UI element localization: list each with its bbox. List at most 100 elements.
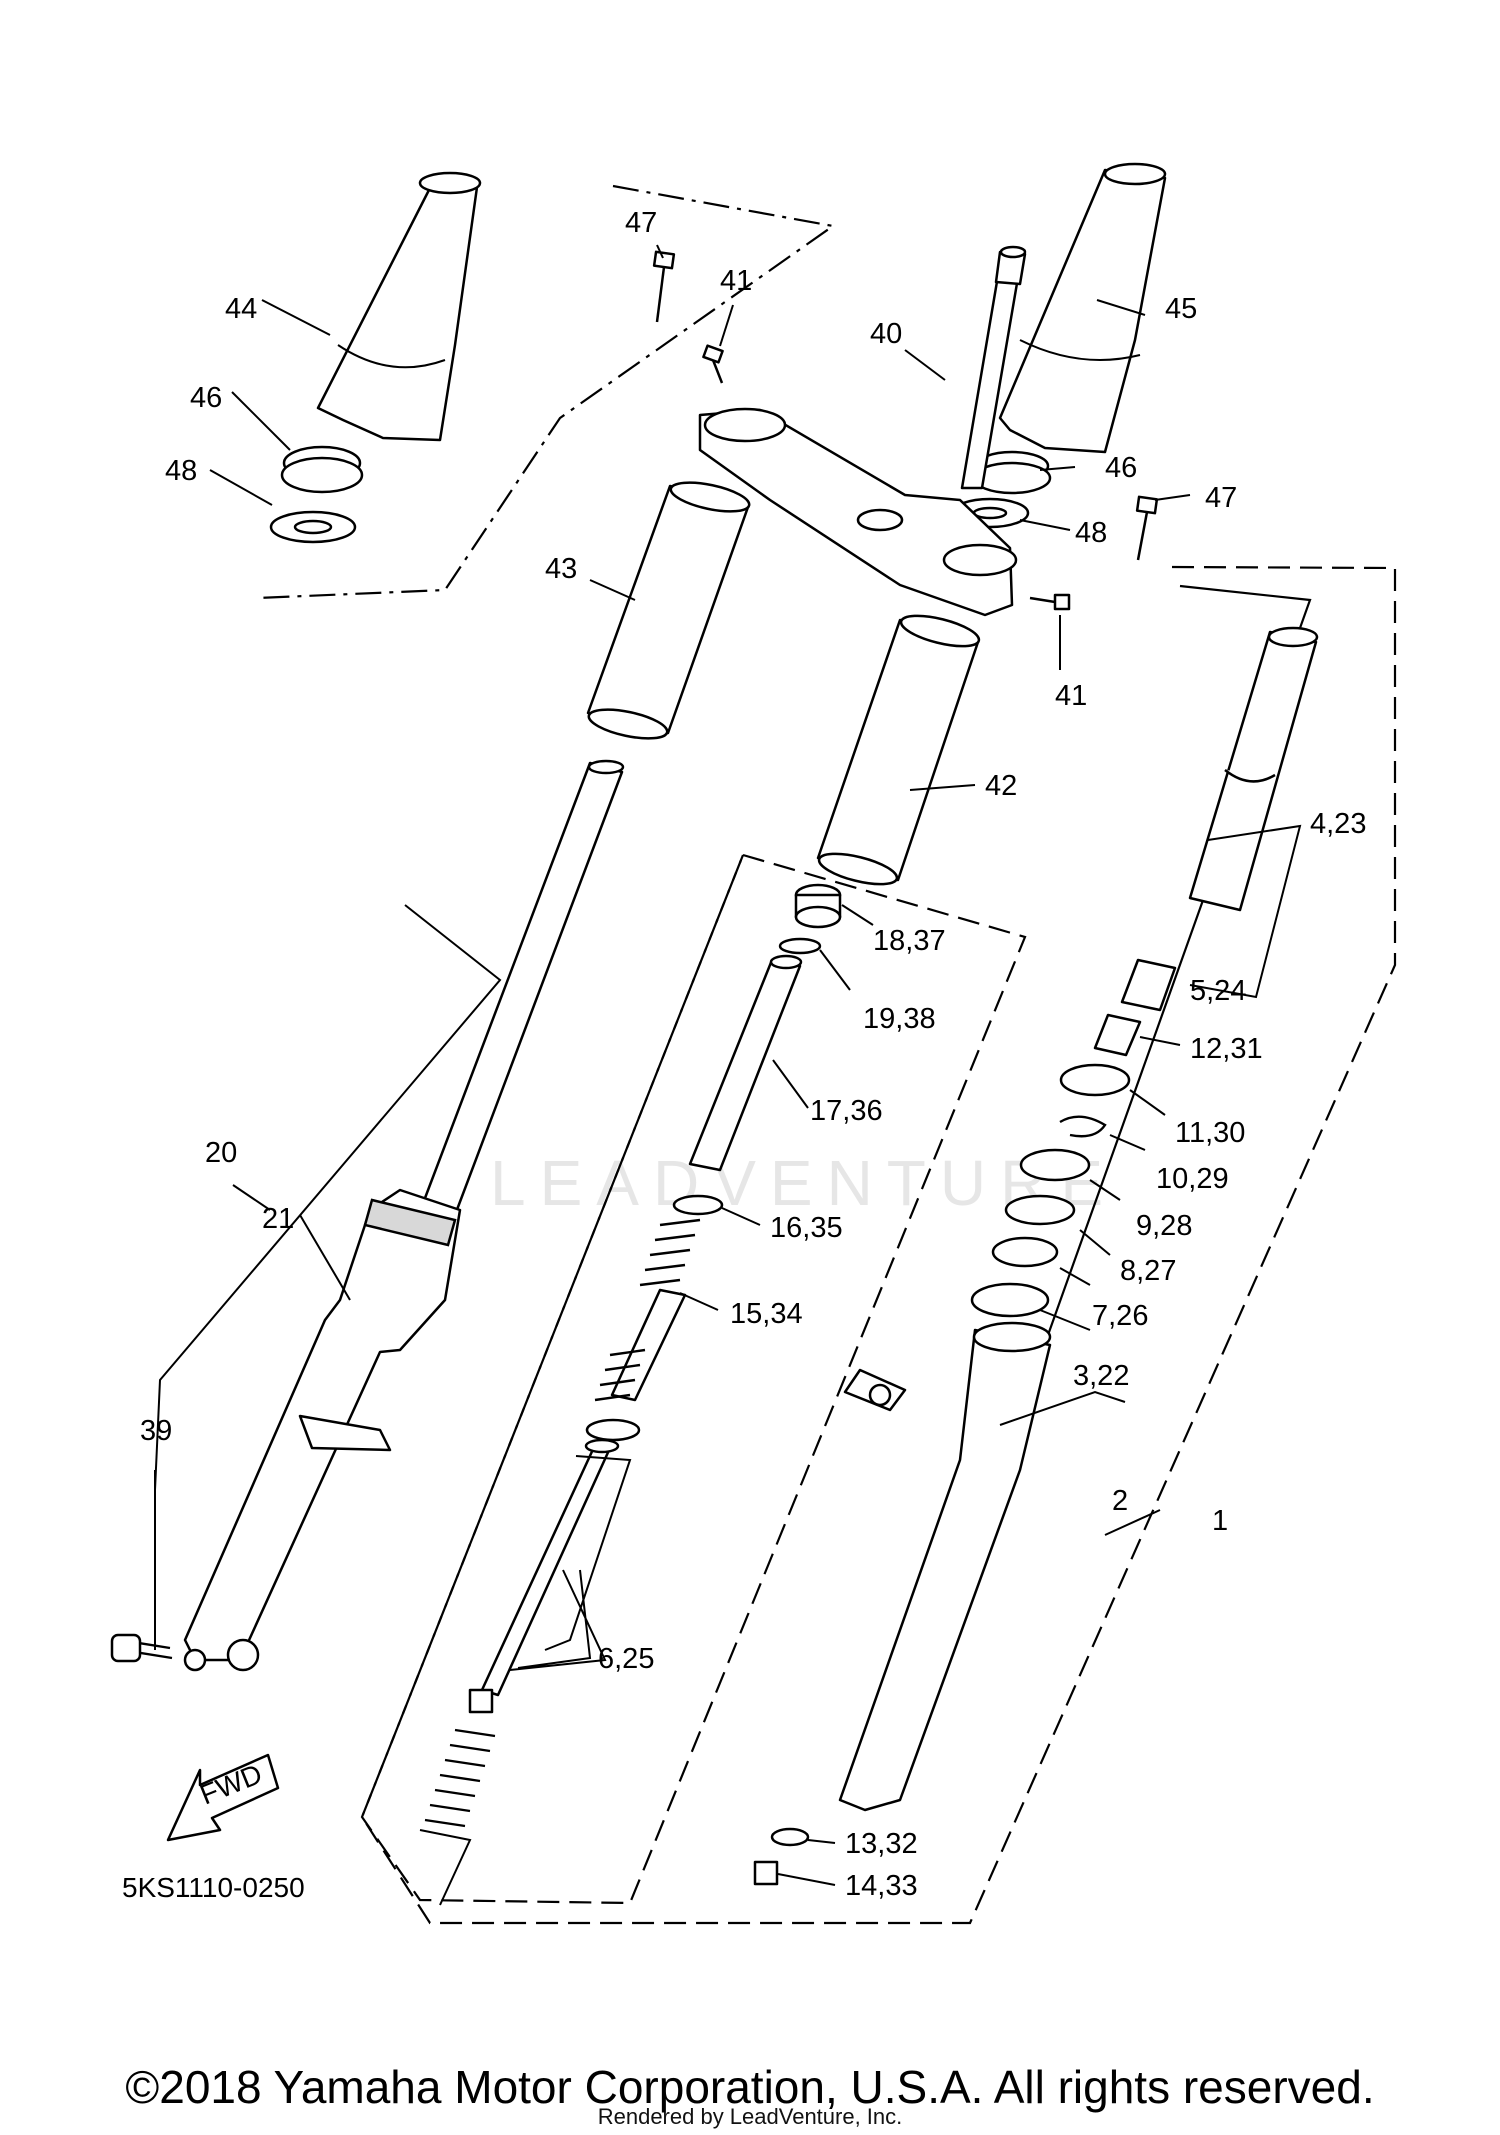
rebound-spring-6 xyxy=(424,1728,496,1828)
bolt-14 xyxy=(753,1860,779,1886)
leader-20 xyxy=(232,1184,271,1211)
lock-washer-left xyxy=(269,510,357,544)
callout-10-29: 10,29 xyxy=(1156,1163,1229,1195)
leader-11 xyxy=(1129,1089,1166,1116)
leader-7 xyxy=(1059,1267,1091,1286)
bolt-39 xyxy=(110,1633,173,1663)
cap-bolt-18 xyxy=(794,883,842,929)
callout-46-left: 46 xyxy=(190,382,222,414)
leader-41a xyxy=(719,304,734,347)
leader-12 xyxy=(1139,1036,1181,1046)
slide-bushing-5 xyxy=(1120,958,1177,1012)
callout-43: 43 xyxy=(545,553,577,585)
callout-20: 20 xyxy=(205,1137,237,1169)
callout-42: 42 xyxy=(985,770,1017,802)
callout-18-37: 18,37 xyxy=(873,925,946,957)
bolt-41-upper xyxy=(702,344,724,384)
callout-14-33: 14,33 xyxy=(845,1870,918,1902)
callout-47-left: 47 xyxy=(625,207,657,239)
callout-7-26: 7,26 xyxy=(1092,1300,1148,1332)
leader-3 xyxy=(1039,1309,1091,1331)
leader-14 xyxy=(777,1873,836,1886)
fork-assembly-group-outline xyxy=(360,565,1397,1925)
inner-tube-4 xyxy=(1188,626,1319,912)
leader-4-5 xyxy=(1189,824,1302,999)
bushing-7 xyxy=(991,1236,1059,1268)
fork-cover-left xyxy=(316,171,482,442)
upper-bracket-group-outline xyxy=(257,184,836,600)
fork-cover-right xyxy=(998,162,1167,454)
callout-1: 1 xyxy=(1212,1505,1228,1537)
leader-42 xyxy=(909,784,976,791)
callout-13-32: 13,32 xyxy=(845,1828,918,1860)
callout-12-31: 12,31 xyxy=(1190,1033,1263,1065)
washer-13 xyxy=(770,1827,810,1847)
leader-48b xyxy=(1019,519,1071,531)
outer-tube-2 xyxy=(838,1321,1052,1812)
callout-39: 39 xyxy=(140,1415,172,1447)
spacer-17 xyxy=(688,954,803,1172)
callout-2: 2 xyxy=(1112,1485,1128,1517)
leader-6b xyxy=(419,1829,472,1906)
callout-8-27: 8,27 xyxy=(1120,1255,1176,1287)
callout-16-35: 16,35 xyxy=(770,1212,843,1244)
upper-bracket xyxy=(698,407,1018,617)
watermark-text: LEADVENTURE xyxy=(490,1147,1117,1219)
leader-10 xyxy=(1109,1134,1146,1151)
washer-16 xyxy=(672,1194,724,1216)
callout-9-28: 9,28 xyxy=(1136,1210,1192,1242)
callout-3-22: 3,22 xyxy=(1073,1360,1129,1392)
ring-nut-left xyxy=(280,445,364,494)
seal-3 xyxy=(970,1282,1050,1318)
callout-15-34: 15,34 xyxy=(730,1298,803,1330)
fork-tube-cover-43 xyxy=(586,481,751,740)
leader-9 xyxy=(1089,1179,1121,1201)
callout-47-right: 47 xyxy=(1205,482,1237,514)
leader-6 xyxy=(509,1455,632,1671)
leader-44 xyxy=(261,299,331,336)
leader-17 xyxy=(772,1059,809,1109)
leader-40 xyxy=(904,349,946,381)
collar-12 xyxy=(1093,1013,1142,1057)
dust-seal-11 xyxy=(1059,1063,1131,1097)
right-fork-group-outline xyxy=(1046,584,1312,1336)
bolt-41-lower xyxy=(1029,593,1071,611)
washer-8 xyxy=(1004,1194,1076,1226)
callout-17-36: 17,36 xyxy=(810,1095,883,1127)
leader-18 xyxy=(841,904,874,926)
leader-46b xyxy=(1039,466,1076,471)
leader-16 xyxy=(721,1207,761,1226)
callout-41-bottom: 41 xyxy=(1055,680,1087,712)
callout-48-left: 48 xyxy=(165,455,197,487)
callout-44: 44 xyxy=(225,293,257,325)
leader-46a xyxy=(231,391,291,451)
leader-48a xyxy=(209,469,273,506)
oil-seal-9 xyxy=(1019,1148,1091,1182)
leader-20-39 xyxy=(154,904,502,1491)
steering-stem xyxy=(960,245,1027,490)
bolt-47-right xyxy=(1135,495,1159,561)
leader-15 xyxy=(679,1292,719,1311)
leader-21 xyxy=(299,1214,351,1301)
callout-46-right: 46 xyxy=(1105,452,1137,484)
damper-rod-6 xyxy=(468,1438,620,1714)
callout-6-25: 6,25 xyxy=(598,1643,654,1675)
leader-8 xyxy=(1079,1229,1111,1256)
leader-47a xyxy=(656,244,664,259)
inner-parts-group-outline xyxy=(360,853,1027,1905)
copyright-notice: ©2018 Yamaha Motor Corporation, U.S.A. A… xyxy=(125,2061,1375,2113)
bolt-47-left xyxy=(652,250,676,323)
leader-1 xyxy=(1104,1509,1161,1536)
o-ring-19 xyxy=(778,937,822,955)
clip-10 xyxy=(1059,1115,1107,1138)
leader-43 xyxy=(589,579,636,601)
callout-40: 40 xyxy=(870,318,902,350)
callout-21: 21 xyxy=(262,1203,294,1235)
callout-45: 45 xyxy=(1165,293,1197,325)
diagram-code: 5KS1110-0250 xyxy=(122,1872,305,1903)
rendered-by-credit: Rendered by LeadVenture, Inc. xyxy=(597,2104,903,2129)
leader-2 xyxy=(999,1390,1126,1426)
leader-45 xyxy=(1096,299,1146,316)
callout-48-right: 48 xyxy=(1075,517,1107,549)
